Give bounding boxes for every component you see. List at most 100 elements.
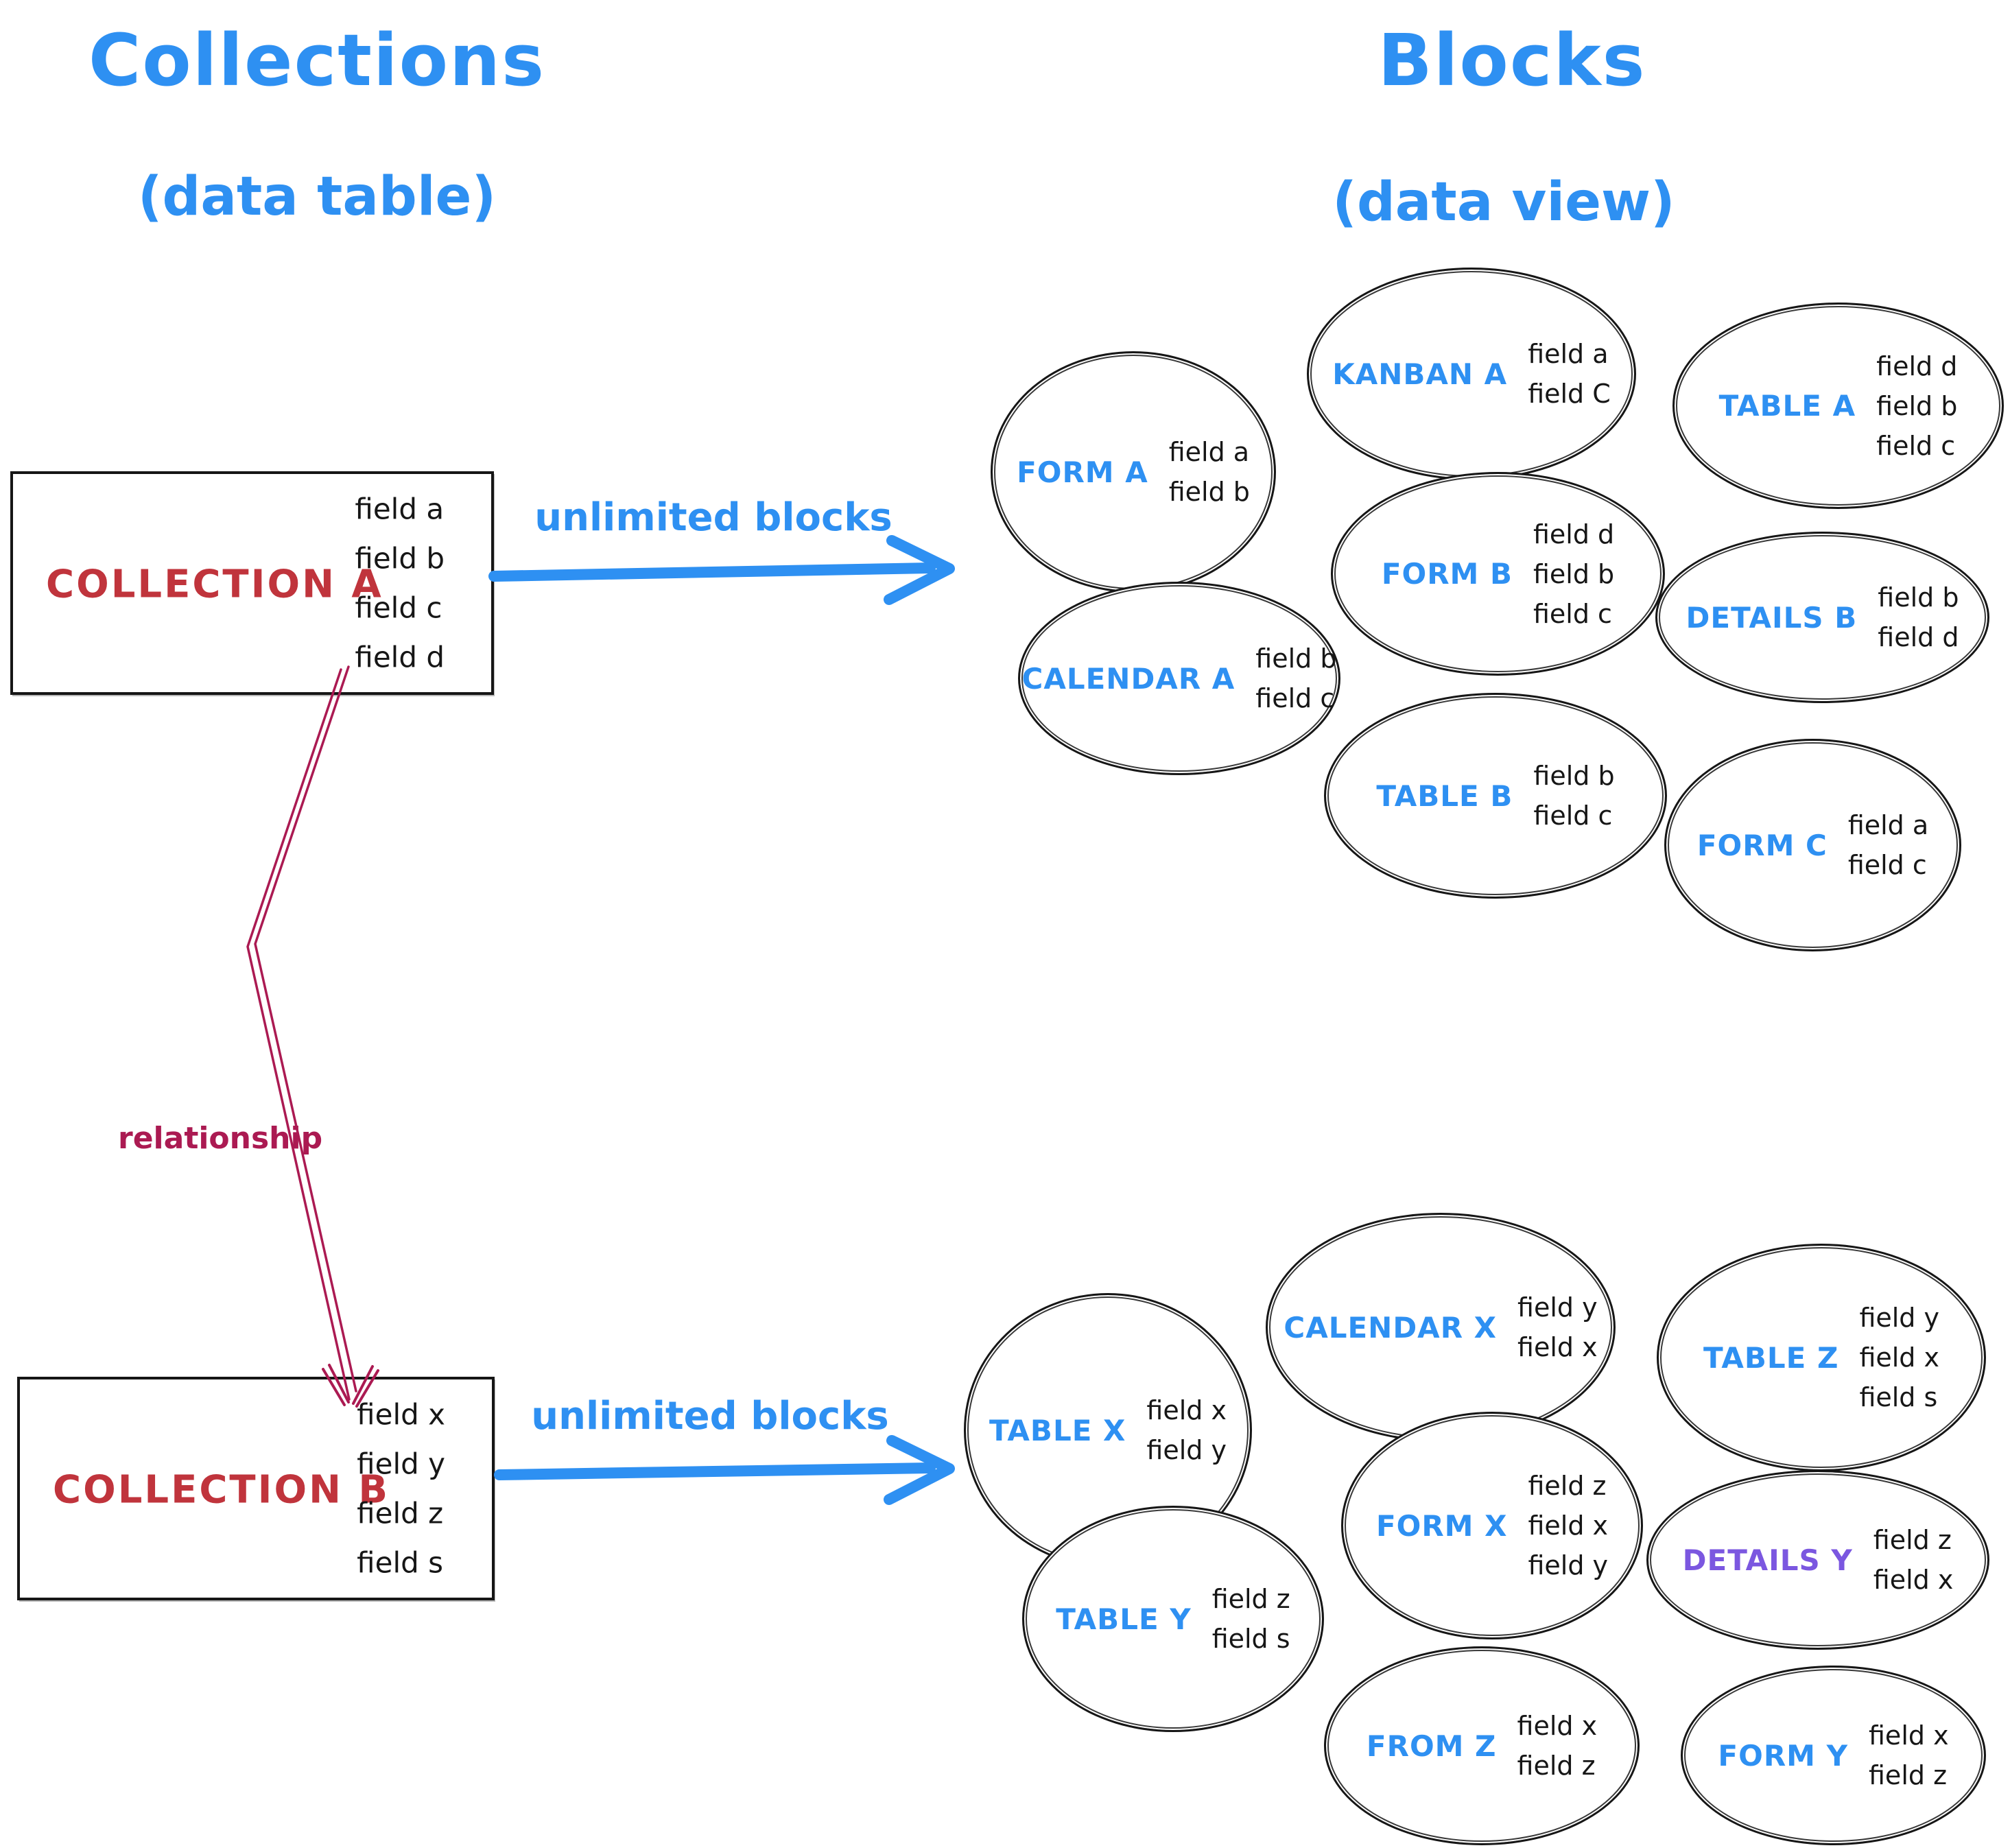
block-table-y: TABLE Y field z field s: [1022, 1506, 1324, 1732]
collection-field: field d: [355, 640, 445, 674]
block-form-c: FORM C field a field c: [1664, 739, 1961, 951]
unlimited-blocks-label-top: unlimited blocks: [534, 495, 892, 540]
block-field: field a: [1168, 437, 1250, 467]
block-field: field a: [1847, 810, 1929, 840]
collection-a-box: COLLECTION A field a field b field c fie…: [10, 471, 494, 695]
block-label: FORM B: [1381, 557, 1513, 591]
block-fields: field d field b field c: [1533, 519, 1614, 629]
block-kanban-a: KANBAN A field a field C: [1307, 268, 1636, 480]
block-fields: field b field c: [1255, 643, 1336, 713]
block-field: field c: [1255, 683, 1335, 713]
block-label: FORM C: [1696, 828, 1828, 862]
block-field: field x: [1873, 1565, 1954, 1595]
block-fields: field a field C: [1528, 339, 1611, 409]
block-field: field z: [1869, 1760, 1948, 1790]
collection-a-title: COLLECTION A: [46, 562, 383, 607]
block-label: TABLE A: [1718, 389, 1856, 423]
block-label: TABLE Z: [1703, 1340, 1839, 1375]
collection-field: field x: [357, 1397, 445, 1432]
block-fields: field b field c: [1533, 761, 1614, 831]
block-field: field y: [1146, 1435, 1227, 1465]
block-fields: field y field x field s: [1859, 1303, 1939, 1412]
block-field: field b: [1533, 761, 1615, 791]
collection-field: field a: [355, 492, 445, 526]
relationship-label: relationship: [118, 1121, 323, 1156]
block-field: field b: [1533, 558, 1615, 589]
block-label: DETAILS B: [1686, 600, 1858, 635]
block-field: field c: [1533, 598, 1612, 629]
block-field: field s: [1211, 1624, 1290, 1654]
block-field: field d: [1878, 622, 1959, 652]
block-field: field y: [1528, 1550, 1609, 1580]
collection-field: field y: [357, 1447, 445, 1481]
collection-b-title: COLLECTION B: [53, 1467, 390, 1513]
blocks-subtitle: (data view): [1332, 171, 1675, 233]
block-label: KANBAN A: [1332, 357, 1508, 391]
block-label: TABLE X: [989, 1413, 1126, 1447]
block-form-a: FORM A field a field b: [991, 351, 1276, 593]
block-field: field C: [1528, 379, 1611, 409]
block-fields: field z field s: [1212, 1584, 1290, 1654]
block-fields: field a field b: [1169, 437, 1250, 507]
block-field: field b: [1168, 477, 1250, 507]
collection-b-fields: field x field y field z field s: [357, 1398, 445, 1580]
block-fields: field x field z: [1869, 1720, 1949, 1790]
block-label: FORM A: [1017, 455, 1148, 489]
block-label: FORM X: [1375, 1508, 1508, 1543]
collections-subtitle: (data table): [137, 166, 497, 228]
block-label: CALENDAR X: [1284, 1310, 1498, 1344]
block-form-y: FORM Y field x field z: [1681, 1666, 1986, 1845]
collection-field: field z: [357, 1496, 444, 1530]
block-label: FORM Y: [1718, 1738, 1848, 1773]
block-field: field c: [1876, 430, 1956, 461]
collections-title: Collections: [88, 19, 545, 102]
block-field: field x: [1517, 1332, 1598, 1362]
block-field: field z: [1517, 1751, 1596, 1781]
blocks-title: Blocks: [1378, 19, 1646, 102]
block-label: DETAILS Y: [1682, 1543, 1853, 1577]
block-table-z: TABLE Z field y field x field s: [1657, 1244, 1986, 1471]
block-fields: field x field z: [1517, 1711, 1598, 1781]
block-calendar-a: CALENDAR A field b field c: [1018, 582, 1340, 775]
block-field: field z: [1211, 1584, 1290, 1614]
block-details-b: DETAILS B field b field d: [1655, 532, 1989, 703]
block-field: field x: [1517, 1711, 1598, 1741]
block-field: field b: [1255, 643, 1337, 674]
block-field: field s: [1859, 1382, 1938, 1412]
block-field: field a: [1528, 339, 1609, 369]
block-form-b: FORM B field d field b field c: [1331, 472, 1665, 676]
block-fields: field b field d: [1878, 582, 1959, 652]
collection-b-box: COLLECTION B field x field y field z fie…: [17, 1377, 495, 1600]
block-field: field x: [1528, 1511, 1609, 1541]
unlimited-blocks-label-bottom: unlimited blocks: [531, 1394, 889, 1438]
block-field: field y: [1517, 1292, 1598, 1323]
collection-field: field c: [355, 591, 442, 625]
block-field: field y: [1859, 1303, 1939, 1333]
unlimited-blocks-arrow-bottom: [494, 1435, 955, 1505]
block-label: CALENDAR A: [1021, 661, 1235, 696]
block-label: FROM Z: [1366, 1729, 1497, 1763]
block-field: field d: [1876, 351, 1958, 381]
block-field: field b: [1878, 582, 1959, 613]
unlimited-blocks-arrow-top: [488, 535, 955, 605]
block-field: field c: [1533, 801, 1613, 831]
block-from-z: FROM Z field x field z: [1324, 1646, 1640, 1845]
block-field: field d: [1533, 519, 1615, 549]
block-field: field c: [1847, 850, 1927, 880]
collection-field: field s: [357, 1545, 444, 1580]
relationship-arrow: [246, 665, 379, 1408]
collection-a-fields: field a field b field c field d: [355, 493, 445, 674]
block-field: field x: [1869, 1720, 1949, 1751]
block-field: field x: [1859, 1342, 1939, 1373]
block-label: TABLE Y: [1056, 1602, 1192, 1636]
block-calendar-x: CALENDAR X field y field x: [1266, 1213, 1616, 1442]
block-label: TABLE B: [1376, 779, 1513, 813]
block-fields: field a field c: [1848, 810, 1928, 880]
